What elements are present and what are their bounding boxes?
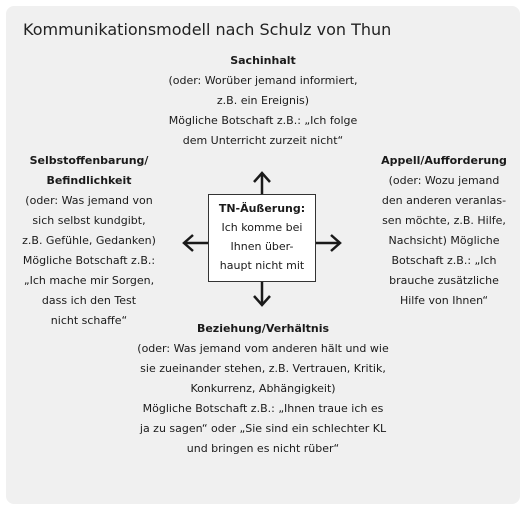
- statement-box: TN-Äußerung: Ich komme bei Ihnen über- h…: [208, 194, 316, 282]
- appeal-line: Hilfe von Ihnen“: [399, 294, 489, 307]
- appeal-line: brauche zusätzliche: [389, 274, 499, 287]
- self-revelation-heading: Selbstoffenbarung/: [29, 154, 149, 167]
- relationship-line: Konkurrenz, Abhängigkeit): [190, 382, 336, 395]
- message-side-relationship: Beziehung/Verhältnis (oder: Was jemand v…: [128, 319, 398, 459]
- factual-heading: Sachinhalt: [230, 54, 296, 67]
- relationship-heading: Beziehung/Verhältnis: [196, 322, 330, 335]
- statement-line: Ich komme bei: [221, 221, 303, 234]
- diagram-title: Kommunikationsmodell nach Schulz von Thu…: [23, 20, 392, 39]
- factual-line: Mögliche Botschaft z.B.: „Ich folge: [168, 114, 358, 127]
- relationship-line: (oder: Was jemand vom anderen hält und w…: [137, 342, 389, 355]
- appeal-line: (oder: Wozu jemand: [388, 174, 500, 187]
- statement-line: haupt nicht mit: [219, 259, 305, 272]
- self-revelation-line: z.B. Gefühle, Gedanken): [22, 234, 156, 247]
- message-side-self-revelation: Selbstoffenbarung/ Befindlichkeit (oder:…: [8, 151, 170, 331]
- appeal-line: Botschaft z.B.: „Ich: [391, 254, 497, 267]
- self-revelation-heading: Befindlichkeit: [46, 174, 132, 187]
- appeal-line: den anderen veranlas-: [381, 194, 507, 207]
- factual-line: z.B. ein Ereignis): [216, 94, 310, 107]
- relationship-line: ja zu sagen“ oder „Sie sind ein schlecht…: [139, 422, 387, 435]
- self-revelation-line: sich selbst kundgibt,: [32, 214, 146, 227]
- relationship-line: Mögliche Botschaft z.B.: „Ihnen traue ic…: [142, 402, 384, 415]
- relationship-line: und bringen es nicht rüber“: [186, 442, 340, 455]
- message-side-appeal: Appell/Aufforderung (oder: Wozu jemand d…: [378, 151, 510, 311]
- relationship-line: sie zueinander stehen, z.B. Vertrauen, K…: [140, 362, 386, 375]
- appeal-heading: Appell/Aufforderung: [381, 154, 507, 167]
- message-side-factual: Sachinhalt (oder: Worüber jemand informi…: [143, 51, 383, 151]
- self-revelation-line: „Ich mache mir Sorgen,: [23, 274, 155, 287]
- statement-heading: TN-Äußerung:: [218, 202, 306, 215]
- appeal-line: sen möchte, z.B. Hilfe,: [382, 214, 506, 227]
- self-revelation-line: (oder: Was jemand von: [25, 194, 153, 207]
- factual-line: (oder: Worüber jemand informiert,: [168, 74, 358, 87]
- appeal-line: Nachsicht) Mögliche: [388, 234, 500, 247]
- factual-line: dem Unterricht zurzeit nicht“: [182, 134, 344, 147]
- statement-line: Ihnen über-: [230, 240, 294, 253]
- self-revelation-line: dass ich den Test: [41, 294, 137, 307]
- self-revelation-line: Mögliche Botschaft z.B.:: [22, 254, 156, 267]
- self-revelation-line: nicht schaffe“: [50, 314, 128, 327]
